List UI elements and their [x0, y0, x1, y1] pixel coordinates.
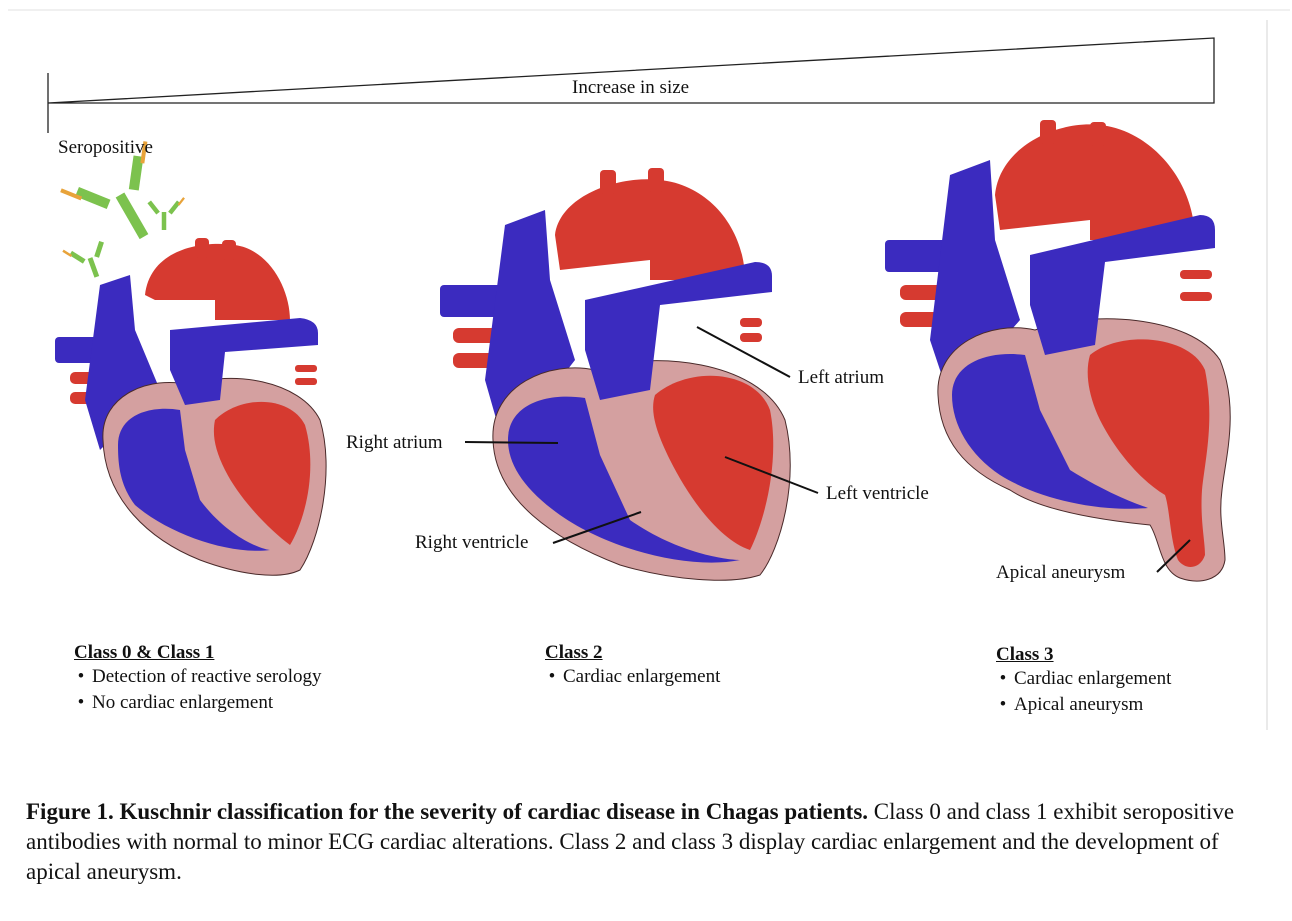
class-3-title: Class 3: [996, 645, 1054, 664]
bullet-item: No cardiac enlargement: [70, 690, 321, 716]
heart-class-0-1: [55, 238, 326, 575]
apical-aneurysm-label: Apical aneurysm: [996, 563, 1125, 582]
bullet-item: Detection of reactive serology: [70, 664, 321, 690]
heart-class-2: [440, 168, 790, 580]
class-2-bullets: Cardiac enlargement: [541, 664, 720, 690]
left-atrium-label: Left atrium: [798, 368, 884, 387]
antibody-small-icon: [62, 236, 114, 285]
right-ventricle-label: Right ventricle: [415, 533, 528, 552]
seropositive-label: Seropositive: [58, 138, 153, 157]
right-atrium-label: Right atrium: [346, 433, 443, 452]
leader-right-atrium: [465, 442, 558, 443]
class-3-bullets: Cardiac enlargement Apical aneurysm: [992, 666, 1171, 718]
bullet-item: Apical aneurysm: [992, 692, 1171, 718]
increase-size-label: Increase in size: [572, 78, 689, 97]
bullet-item: Cardiac enlargement: [992, 666, 1171, 692]
figure-caption: Figure 1. Kuschnir classification for th…: [26, 797, 1276, 887]
class-2-title: Class 2: [545, 643, 603, 662]
antibody-small-icon: [147, 197, 184, 230]
heart-class-3: [885, 120, 1230, 581]
caption-title: Figure 1. Kuschnir classification for th…: [26, 799, 868, 824]
left-ventricle-label: Left ventricle: [826, 484, 929, 503]
class-0-1-bullets: Detection of reactive serology No cardia…: [70, 664, 321, 716]
bullet-item: Cardiac enlargement: [541, 664, 720, 690]
class-0-1-title: Class 0 & Class 1: [74, 643, 214, 662]
